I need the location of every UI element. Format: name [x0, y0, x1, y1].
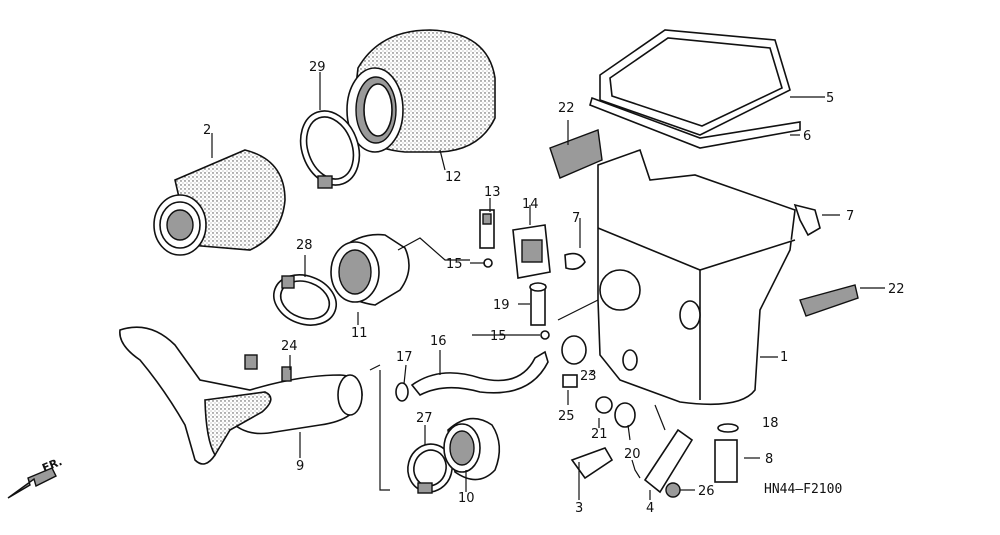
bolt-25 — [562, 374, 578, 388]
callout-25: 25 — [558, 409, 575, 424]
callout-20: 20 — [624, 447, 641, 462]
sensor-13 — [479, 209, 495, 249]
front-direction-arrow: FR. — [7, 455, 64, 499]
callout-15-top: 15 — [446, 257, 463, 272]
callout-2: 2 — [203, 123, 211, 138]
diagram-code: HN44—F2100 — [764, 482, 842, 497]
clip-7-left — [564, 252, 586, 270]
callout-8: 8 — [765, 452, 773, 467]
callout-21: 21 — [591, 427, 608, 442]
bracket-3 — [570, 447, 614, 480]
callout-14: 14 — [522, 197, 539, 212]
clip-7-right — [793, 203, 821, 237]
intake-duct-9 — [119, 326, 363, 465]
grommet-23 — [561, 335, 587, 365]
callout-labels: 1 2 3 4 5 6 7 7 8 9 10 11 12 13 14 15 15… — [203, 60, 905, 516]
callout-28: 28 — [296, 238, 313, 253]
callout-24: 24 — [281, 339, 298, 354]
callout-23: 23 — [580, 369, 597, 384]
callout-29: 29 — [309, 60, 326, 75]
nut-26 — [665, 482, 681, 498]
callout-6: 6 — [803, 129, 811, 144]
band-27 — [407, 443, 453, 494]
callout-22-right: 22 — [888, 282, 905, 297]
air-cleaner-case — [597, 148, 796, 406]
callout-1: 1 — [780, 350, 788, 365]
callout-13: 13 — [484, 185, 501, 200]
callout-22-top: 22 — [558, 101, 575, 116]
connecting-tube-11 — [330, 233, 410, 306]
clip-15b — [540, 330, 550, 340]
callout-27: 27 — [416, 411, 433, 426]
front-label: FR. — [40, 455, 64, 475]
clip-15a — [483, 258, 493, 268]
clamp-band-29 — [299, 110, 361, 189]
callout-12: 12 — [445, 170, 462, 185]
leader-lines — [211, 72, 885, 500]
band-28 — [273, 274, 337, 326]
clip-17 — [395, 382, 409, 402]
joint-19 — [529, 282, 547, 326]
tube-10 — [443, 417, 501, 481]
callout-7-left: 7 — [572, 211, 580, 226]
callout-19: 19 — [493, 298, 510, 313]
callout-18: 18 — [762, 416, 779, 431]
screw-24 — [281, 366, 292, 382]
callout-15-bottom: 15 — [490, 329, 507, 344]
air-filter-element — [346, 29, 496, 153]
case-cover-5 — [599, 29, 791, 136]
collar-21 — [595, 396, 613, 414]
callout-11: 11 — [351, 326, 368, 341]
holder-14 — [512, 224, 551, 279]
callout-26: 26 — [698, 484, 715, 499]
clip-18 — [717, 423, 739, 433]
callout-10: 10 — [458, 491, 475, 506]
cover-22-right — [799, 284, 859, 317]
callout-5: 5 — [826, 91, 834, 106]
callout-16: 16 — [430, 334, 447, 349]
hose-16 — [410, 350, 549, 397]
callout-7-right: 7 — [846, 209, 854, 224]
grommet-20 — [614, 402, 636, 428]
stay-4 — [643, 428, 694, 494]
callout-9: 9 — [296, 459, 304, 474]
callout-17: 17 — [396, 350, 413, 365]
callout-4: 4 — [646, 501, 654, 516]
filter-cage — [153, 149, 286, 256]
callout-3: 3 — [575, 501, 583, 516]
cover-22-top — [549, 129, 603, 179]
seal-6 — [589, 96, 801, 149]
drain-tube-8 — [714, 439, 738, 483]
